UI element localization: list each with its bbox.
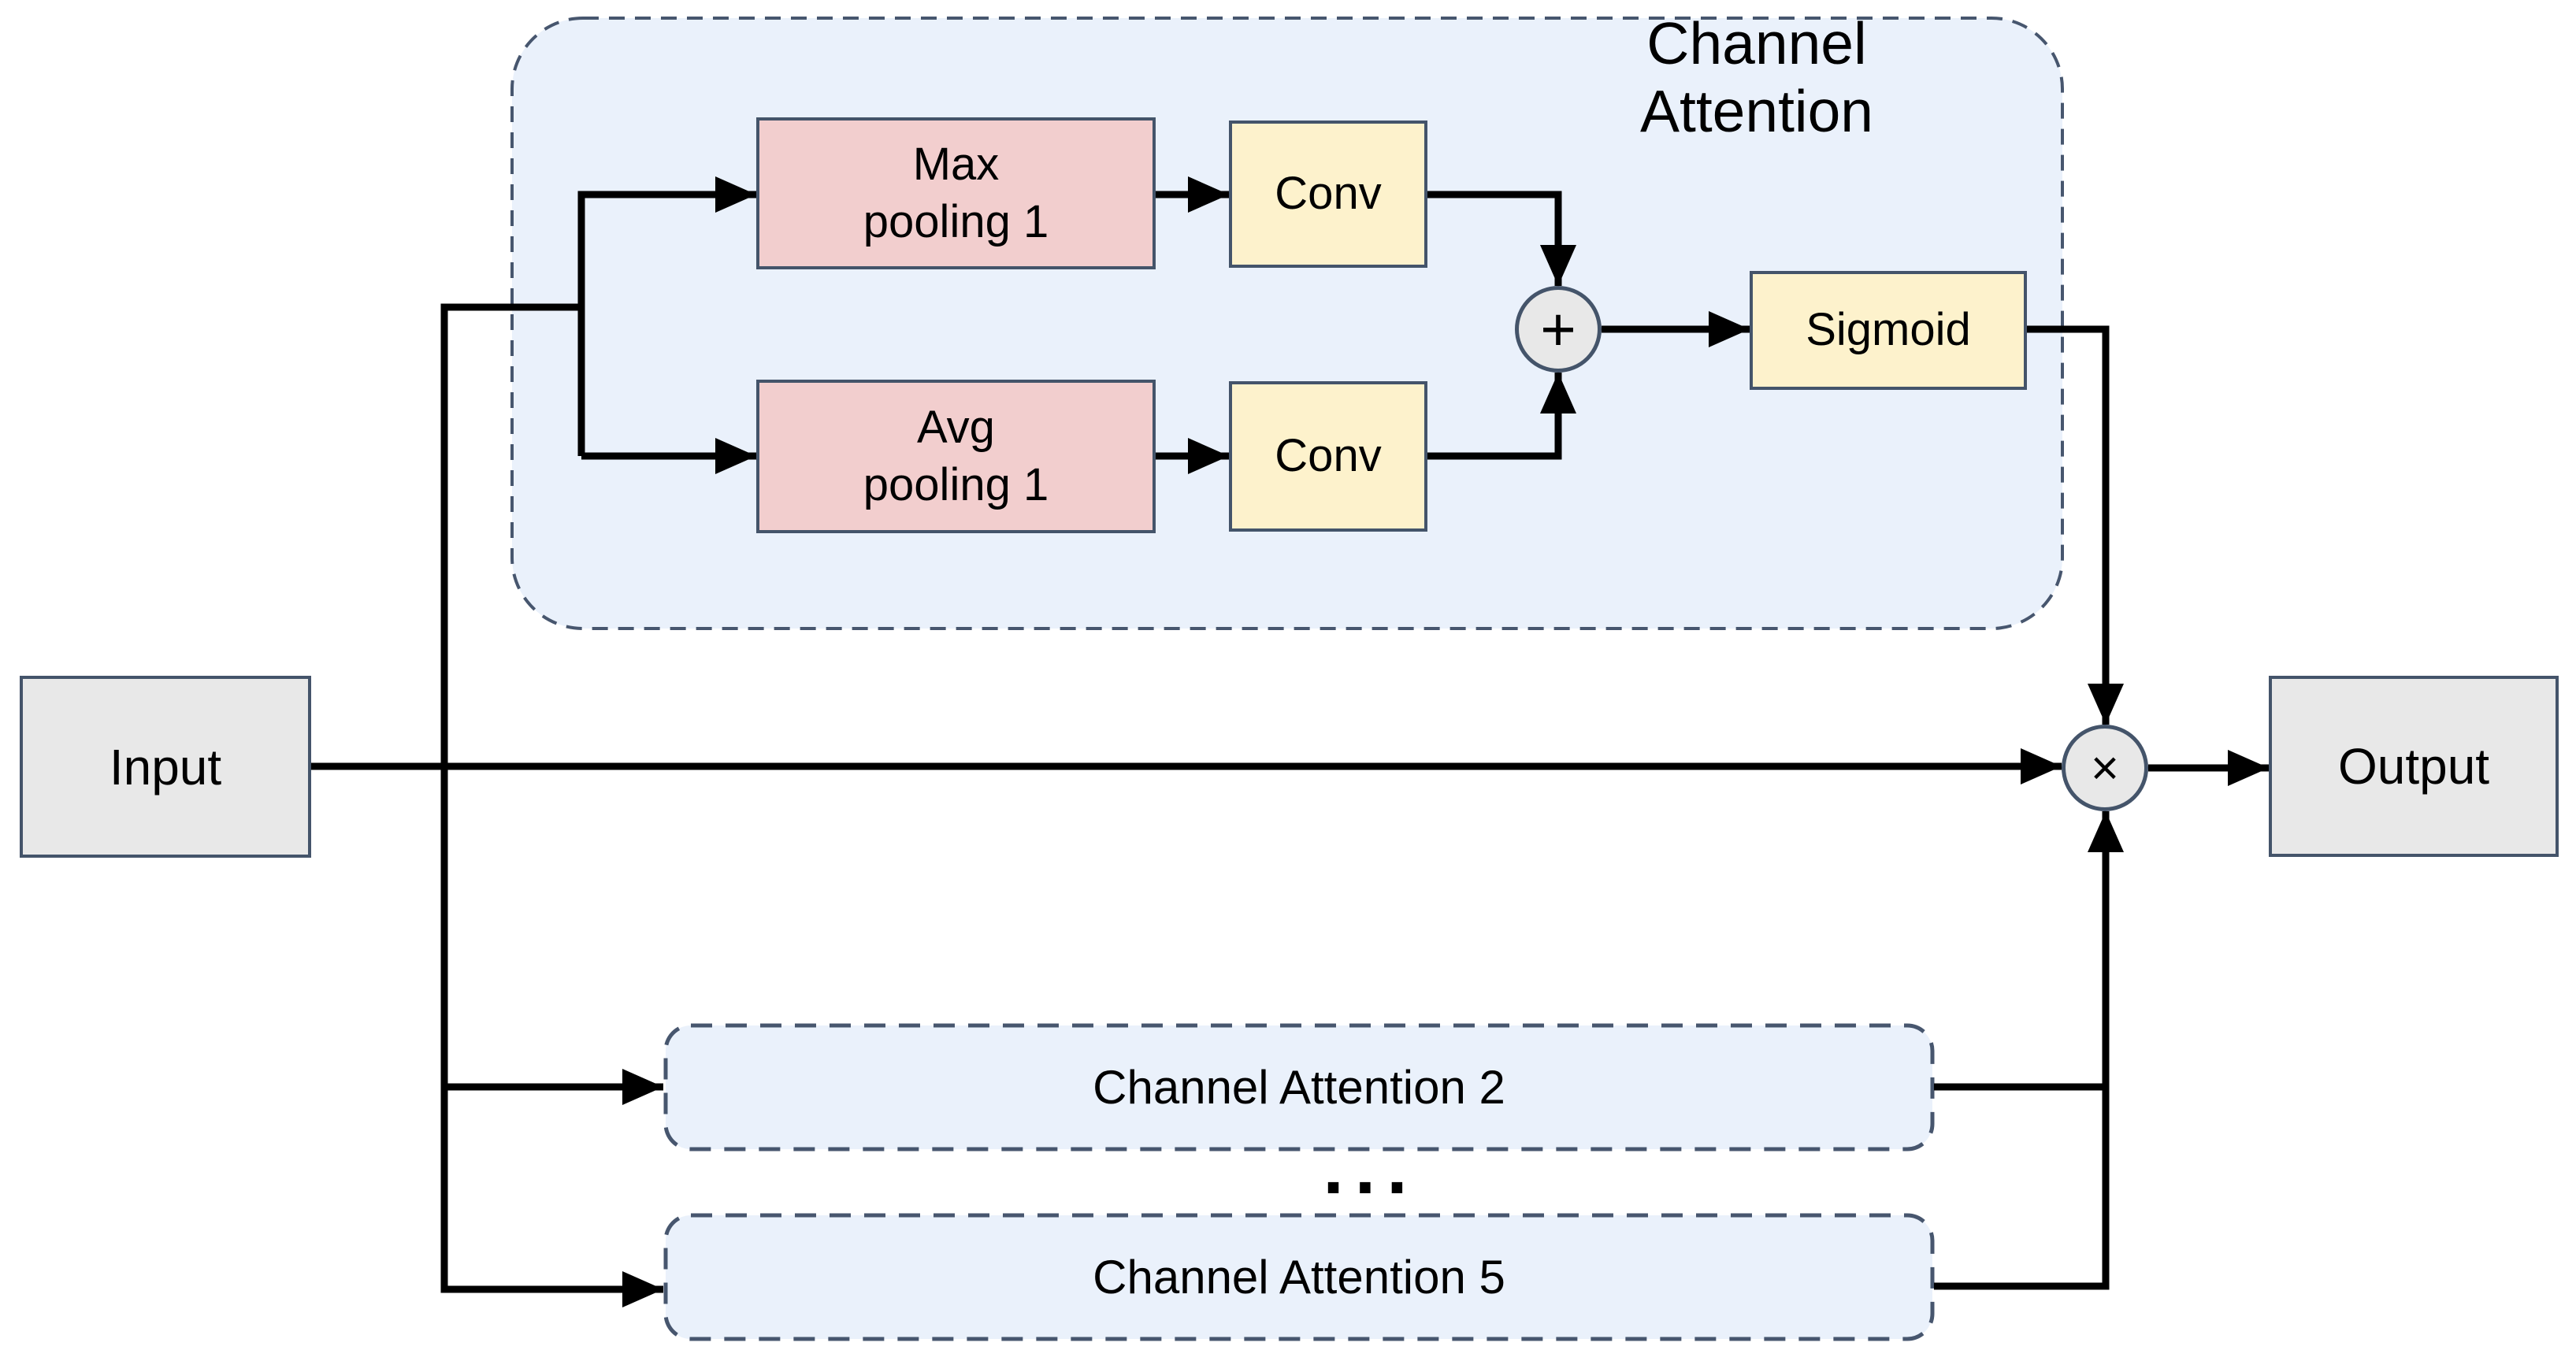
channel-attention-2-region	[663, 1023, 1935, 1151]
arrow-conv-top-to-add	[1427, 191, 1576, 286]
branch-stem-and-arrow-to-ca5	[440, 303, 663, 1307]
riser-ca5-to-multiply	[1934, 811, 2124, 1290]
conv-top-node: Conv	[1229, 121, 1427, 268]
max-pooling-node: Max pooling 1	[756, 117, 1156, 269]
ellipsis: ...	[1323, 1126, 1419, 1210]
channel-attention-5-label: Channel Attention 5	[1093, 1251, 1505, 1304]
inner-stem-and-arrow-to-max-pooling	[577, 176, 756, 456]
avg-pooling-node: Avg pooling 1	[756, 380, 1156, 533]
sigmoid-node: Sigmoid	[1750, 271, 2027, 390]
multiply-operator: ×	[2062, 725, 2148, 811]
arrow-conv-bottom-to-add	[1427, 373, 1576, 460]
channel-attention-5-region	[663, 1213, 1935, 1341]
output-node: Output	[2269, 676, 2559, 857]
conv-bottom-node: Conv	[1229, 381, 1427, 532]
input-node: Input	[20, 676, 311, 858]
channel-attention-2-label: Channel Attention 2	[1093, 1061, 1505, 1114]
arrow-sigmoid-to-multiply	[2027, 325, 2124, 725]
channel-attention-title: Channel Attention	[1640, 9, 1873, 144]
add-operator: +	[1515, 286, 1602, 373]
